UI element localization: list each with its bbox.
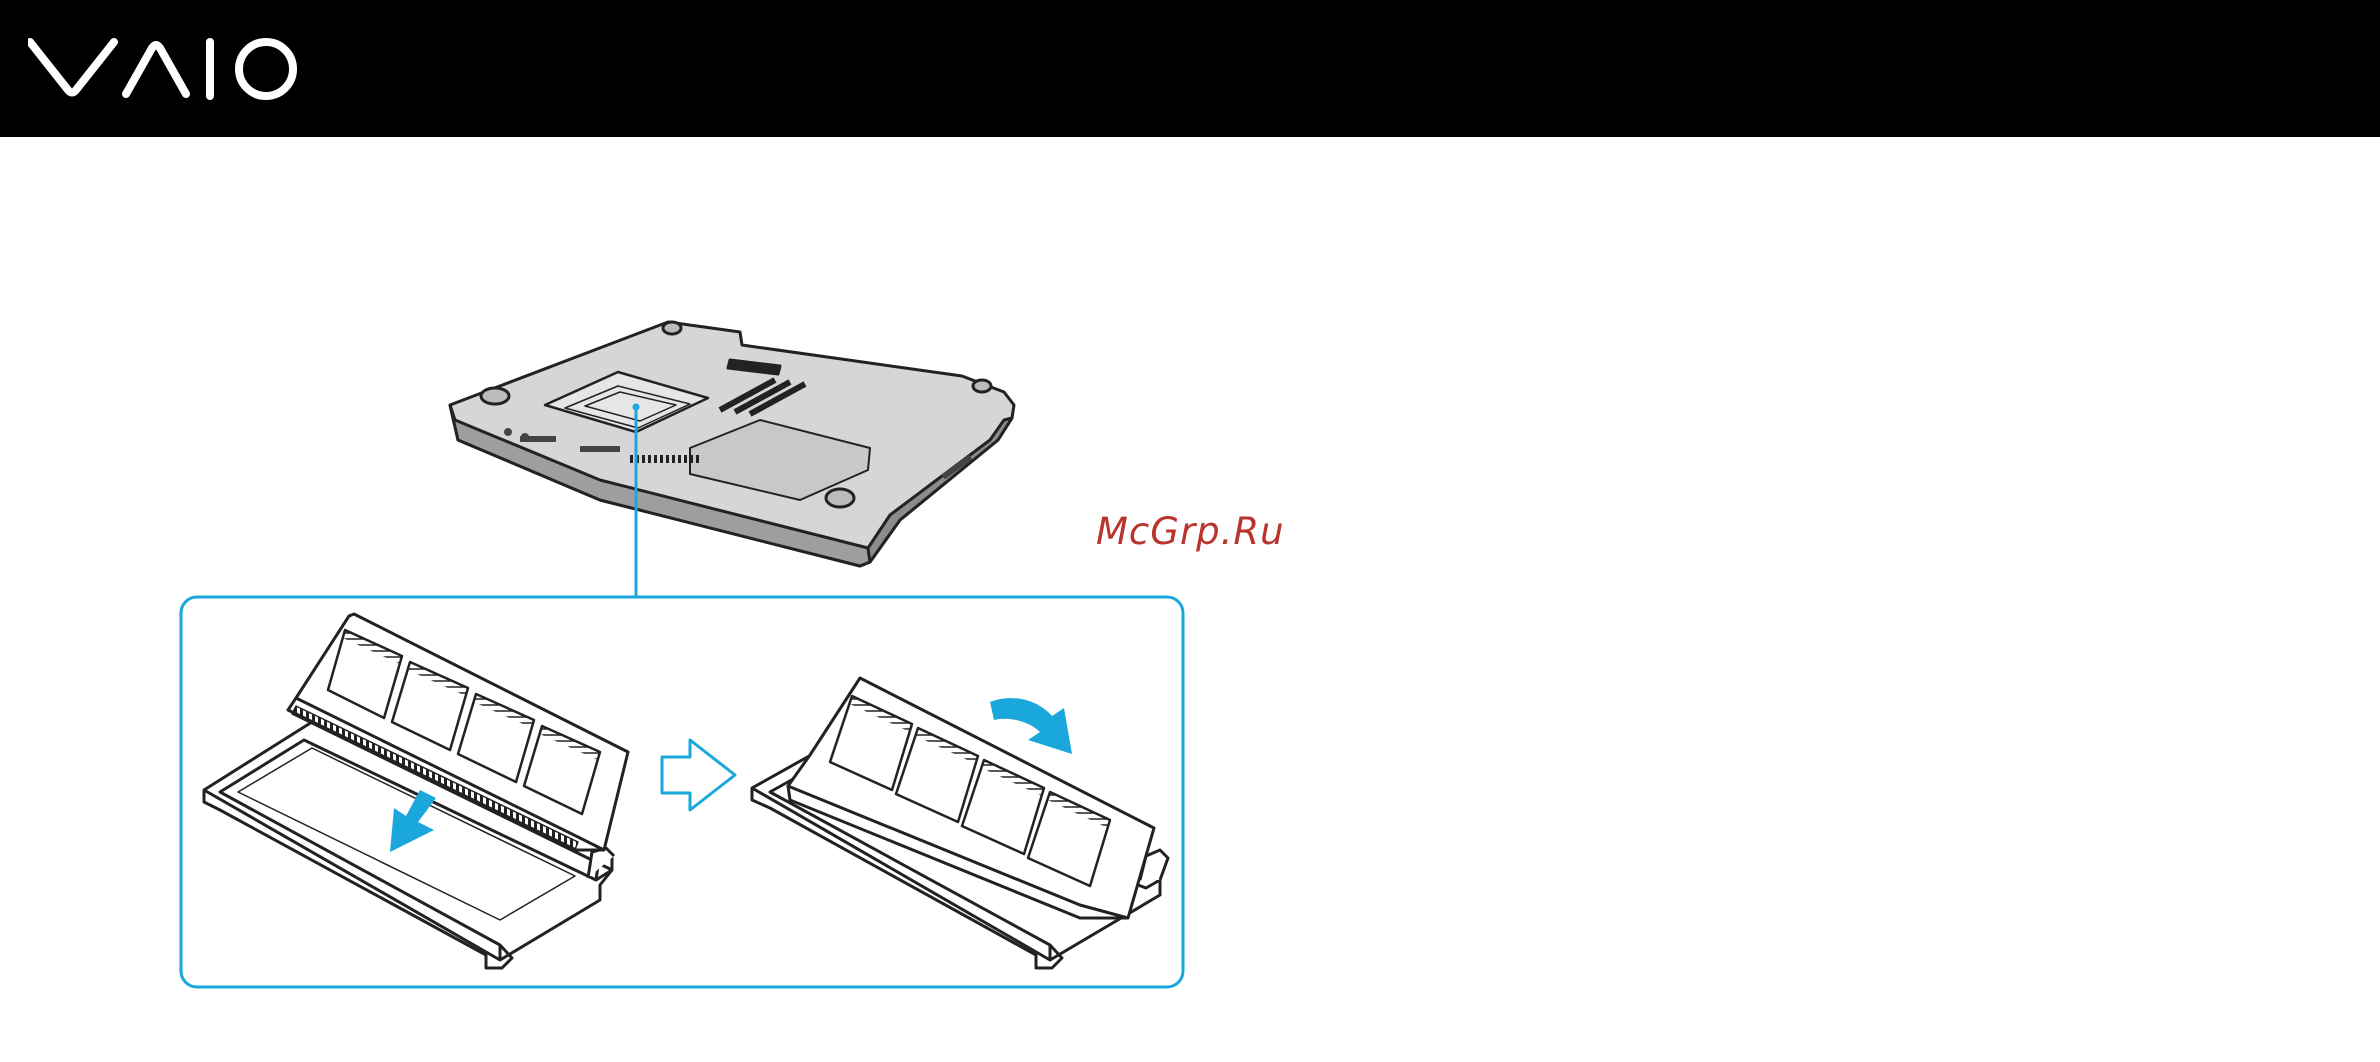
vaio-logo xyxy=(28,34,300,102)
step-arrow-icon xyxy=(662,740,735,810)
laptop-underside-icon xyxy=(450,322,1014,566)
memory-module-icon xyxy=(752,678,1168,968)
press-down-arrow-icon xyxy=(990,698,1072,754)
watermark-text: McGrp.Ru xyxy=(1096,510,1285,553)
memory-module-icon xyxy=(204,614,628,968)
header-bar xyxy=(0,0,2380,137)
memory-installation-illustration xyxy=(0,137,2380,1062)
